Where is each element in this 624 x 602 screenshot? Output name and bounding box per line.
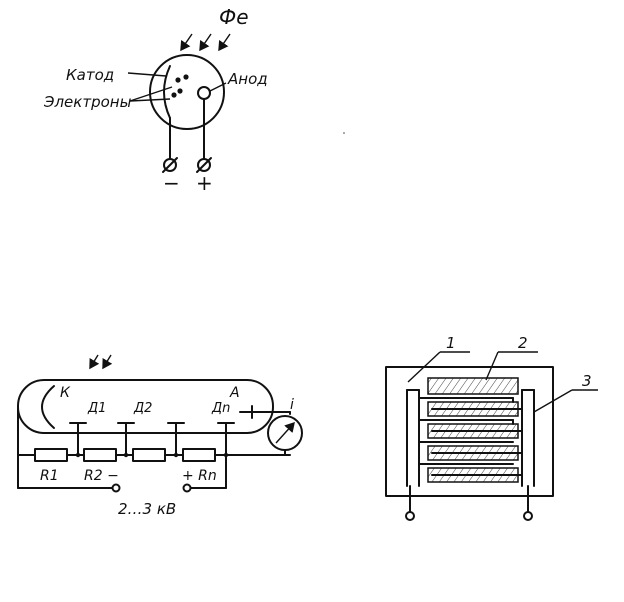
photomultiplier-diagram: К А Д1 Д2 Дn: [17, 354, 303, 518]
dynode1-label: Д1: [87, 401, 106, 416]
ammeter-needle: [275, 421, 295, 444]
voltage-label: 2…3 кВ: [118, 500, 176, 518]
photocell-diagram: Фе Катод Электроны Анод − +: [43, 5, 268, 195]
anode-label-a: А: [229, 385, 240, 401]
dynode2-label: Д2: [133, 401, 152, 416]
left-terminal: [405, 511, 415, 521]
supply-terminal-plus: [182, 483, 192, 493]
right-terminal: [523, 511, 533, 521]
electrons-leader: [129, 98, 171, 102]
electron-dot: [183, 74, 189, 80]
dynode-1: [69, 422, 87, 456]
callout-2-leader: [485, 351, 499, 381]
anode-terminal: [196, 157, 212, 173]
photocell-bulb: [149, 54, 225, 130]
flux-label: Фе: [219, 5, 249, 29]
electron-dot: [175, 77, 181, 83]
minus-label: −: [163, 171, 180, 195]
cathode-leader: [127, 72, 167, 77]
resistor-r3: [132, 448, 166, 462]
light-arrows: [89, 354, 113, 370]
left-comb-electrode: [406, 389, 514, 487]
junction-dot: [75, 452, 81, 458]
junction-dot: [123, 452, 129, 458]
dynode-n-label: Дn: [211, 401, 230, 416]
dynode-2: [117, 422, 135, 456]
light-flux-arrows: [180, 33, 231, 52]
component-housing: [385, 366, 554, 497]
plus-label: +: [196, 171, 213, 195]
supply-terminal-minus: [111, 483, 121, 493]
callout-2: 2: [518, 334, 528, 352]
anode-leader: [209, 82, 227, 92]
stray-dot: [343, 132, 345, 134]
callout-3: 3: [582, 372, 592, 390]
callout-1-leader: [407, 351, 441, 383]
layered-component-diagram: 1 2 3: [385, 334, 598, 521]
electron-dot: [171, 92, 177, 98]
callout-1: 1: [446, 334, 456, 352]
r1-label: R1: [40, 468, 59, 484]
electron-dot: [177, 88, 183, 94]
cathode-electrode: [163, 65, 171, 119]
current-label: i: [290, 397, 294, 413]
anode-electrode: [197, 86, 211, 100]
electrons-label: Электроны: [43, 93, 132, 111]
cathode-label-k: К: [60, 385, 71, 401]
resistor-r1: [34, 448, 68, 462]
dynode-3: [167, 422, 185, 456]
electrons-leader: [129, 86, 173, 102]
layer-plate: [427, 377, 519, 395]
resistor-r2: [83, 448, 117, 462]
rn-label: + Rn: [182, 468, 217, 484]
cathode-terminal: [162, 157, 178, 173]
junction-dot: [173, 452, 179, 458]
right-comb-electrode: [431, 389, 535, 487]
anode-label: Анод: [227, 70, 268, 88]
callout-3-leader: [533, 389, 573, 413]
photocathode: [41, 385, 55, 429]
r2-label: R2 −: [84, 468, 119, 484]
cathode-label: Катод: [66, 66, 114, 84]
resistor-rn: [182, 448, 216, 462]
dynode-n: [217, 422, 235, 456]
